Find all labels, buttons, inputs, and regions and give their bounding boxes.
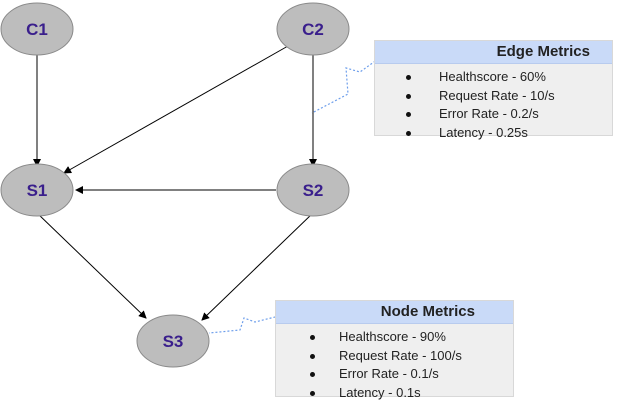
list-item: Error Rate - 0.2/s: [375, 105, 612, 124]
node-metrics-pointer: [208, 313, 288, 334]
node-s3[interactable]: S3: [136, 314, 210, 368]
metric-text: Error Rate - 0.1/s: [339, 366, 439, 381]
list-item: Error Rate - 0.1/s: [276, 365, 513, 384]
list-item: Healthscore - 60%: [375, 68, 612, 87]
edge-c2-s1[interactable]: [63, 45, 289, 174]
node-metrics-title: Node Metrics: [276, 301, 513, 324]
metric-text: Healthscore - 60%: [439, 69, 546, 84]
bullet-icon: [310, 335, 315, 340]
node-label: S1: [27, 181, 48, 200]
bullet-icon: [310, 390, 315, 396]
bullet-icon: [310, 353, 315, 359]
edge-metrics-title: Edge Metrics: [375, 41, 612, 64]
list-item: Request Rate - 10/s: [375, 87, 612, 106]
node-label: S3: [163, 332, 184, 351]
node-label: C2: [302, 20, 324, 39]
metric-text: Latency - 0.1s: [339, 384, 421, 400]
edges: [33, 45, 317, 321]
bullet-icon: [406, 112, 411, 117]
metric-text: Healthscore - 90%: [339, 329, 446, 344]
metric-text: Latency - 0.25s: [439, 124, 528, 140]
node-s1[interactable]: S1: [0, 163, 74, 217]
metric-text: Error Rate - 0.2/s: [439, 106, 539, 121]
list-item: Latency - 0.25s: [375, 124, 612, 143]
node-s2[interactable]: S2: [276, 163, 350, 217]
bullet-icon: [406, 93, 411, 99]
bullet-icon: [406, 130, 411, 136]
edge-s2-s3[interactable]: [201, 212, 314, 321]
edge-metrics-pointer: [311, 53, 386, 114]
edge-metrics-callout: Edge Metrics Healthscore - 60% Request R…: [374, 40, 613, 140]
node-c2[interactable]: C2: [276, 2, 350, 56]
node-metrics-list: Healthscore - 90% Request Rate - 100/s E…: [276, 324, 513, 402]
bullet-icon: [406, 75, 411, 80]
edge-metrics-list: Healthscore - 60% Request Rate - 10/s Er…: [375, 64, 612, 142]
metric-text: Request Rate - 10/s: [439, 87, 555, 103]
node-label: C1: [26, 20, 48, 39]
edge-s1-s3[interactable]: [36, 212, 147, 319]
node-metrics-callout: Node Metrics Healthscore - 90% Request R…: [275, 300, 514, 400]
list-item: Latency - 0.1s: [276, 384, 513, 403]
node-c1[interactable]: C1: [0, 2, 74, 56]
node-label: S2: [303, 181, 324, 200]
list-item: Request Rate - 100/s: [276, 347, 513, 366]
bullet-icon: [310, 372, 315, 377]
metric-text: Request Rate - 100/s: [339, 347, 462, 363]
list-item: Healthscore - 90%: [276, 328, 513, 347]
